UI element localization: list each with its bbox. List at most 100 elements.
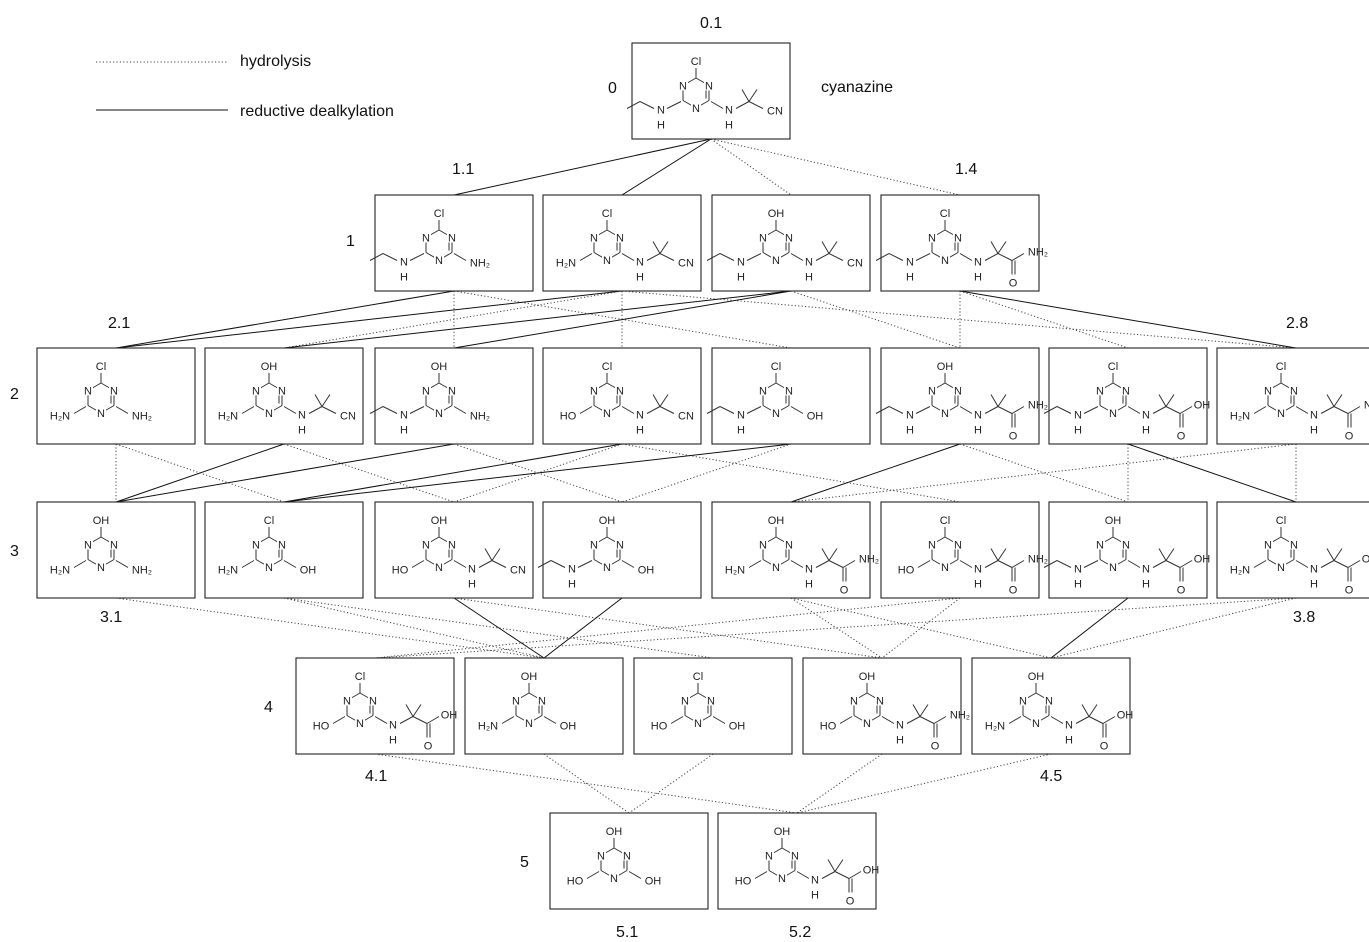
compound-node: NNNClH₂NNHOOH — [1216, 501, 1369, 599]
atom-mask — [849, 694, 860, 706]
hydroxyl-group: OH — [1117, 710, 1134, 722]
atom-mask — [96, 407, 106, 418]
row-label: 5 — [520, 854, 529, 871]
ring-nitrogen-atom: N — [759, 233, 767, 245]
hydrogen-atom: H — [1065, 735, 1073, 747]
bond-line — [917, 560, 931, 568]
bond-line — [1295, 406, 1309, 414]
bond-line — [1333, 560, 1349, 568]
hydroxyl-group: OH — [521, 671, 538, 683]
amino-group: NH₂ — [859, 554, 879, 566]
hydroxyl-group: HO — [820, 721, 837, 733]
bond-line — [409, 406, 425, 414]
hydroxyl-group: HO — [313, 721, 330, 733]
ring-nitrogen-atom: N — [1290, 386, 1298, 398]
bond-line — [848, 871, 862, 879]
bond-line — [719, 253, 735, 261]
hydrolysis-edge — [959, 290, 1129, 349]
nitrogen-atom: N — [974, 410, 982, 422]
bond-line — [621, 253, 635, 261]
bond-line — [1083, 560, 1099, 568]
bond-line — [959, 560, 973, 568]
bond-line — [659, 241, 669, 254]
bond-line — [919, 716, 935, 724]
bond-line — [412, 716, 428, 724]
ring-nitrogen-atom: N — [772, 562, 780, 574]
bond-line — [73, 406, 87, 414]
hydroxyl-group: OH — [441, 710, 458, 722]
atom-mask — [1120, 384, 1131, 396]
ring-nitrogen-atom: N — [1109, 408, 1117, 420]
ring-nitrogen-atom: N — [694, 718, 702, 730]
amino-group: H₂N — [218, 411, 238, 423]
ring-nitrogen-atom: N — [616, 233, 624, 245]
nitrogen-atom: N — [974, 257, 982, 269]
ring-nitrogen-atom: N — [110, 386, 118, 398]
bond-line — [748, 89, 758, 102]
reductive-dealkylation-edge — [283, 443, 623, 503]
amino-group: NH₂ — [132, 565, 152, 577]
bond-line — [646, 253, 661, 261]
bond-line — [321, 394, 331, 407]
oxygen-atom: O — [1100, 741, 1109, 753]
oxygen-atom: O — [1009, 278, 1018, 290]
bond-line — [821, 241, 830, 254]
oxygen-atom: O — [846, 896, 855, 908]
bond-line — [1008, 716, 1022, 724]
ring-nitrogen-atom: N — [1109, 562, 1117, 574]
ring-nitrogen-atom: N — [616, 386, 624, 398]
atom-mask — [536, 694, 547, 706]
amino-group: H₂N — [1230, 411, 1250, 423]
ring-nitrogen-atom: N — [850, 696, 858, 708]
bond-line — [453, 560, 467, 568]
ring-nitrogen-atom: N — [941, 408, 949, 420]
ring-nitrogen-atom: N — [356, 718, 364, 730]
bond-line — [478, 560, 493, 568]
reductive-dealkylation-edge — [790, 443, 961, 503]
hydrolysis-edge — [959, 443, 1129, 503]
ring-nitrogen-atom: N — [590, 540, 598, 552]
bond-line — [1102, 716, 1116, 724]
legend: hydrolysis reductive dealkylation — [96, 53, 394, 120]
hydrogen-atom: H — [636, 272, 644, 284]
atom-mask — [251, 538, 262, 550]
bond-line — [1158, 548, 1167, 561]
compound-box — [374, 347, 534, 445]
bond-line — [1179, 560, 1193, 568]
bond-line — [1165, 560, 1181, 568]
hydrolysis-edge — [283, 597, 714, 659]
hydrolysis-edge — [283, 290, 623, 349]
nitrogen-atom: N — [1310, 410, 1318, 422]
bond-line — [984, 253, 999, 261]
compound-box — [1048, 501, 1208, 599]
hydroxyl-group: HO — [898, 565, 915, 577]
id-label: 2.8 — [1286, 315, 1308, 332]
bond-line — [933, 716, 947, 724]
hydrogen-atom: H — [974, 425, 982, 437]
bond-line — [453, 253, 467, 261]
oxygen-atom: O — [1009, 585, 1018, 597]
ring-nitrogen-atom: N — [435, 408, 443, 420]
bond-line — [537, 560, 552, 568]
hydrolysis-edge — [796, 753, 883, 814]
ring-nitrogen-atom: N — [772, 255, 780, 267]
ring-nitrogen-atom: N — [597, 851, 605, 863]
ring-nitrogen-atom: N — [610, 873, 618, 885]
legend-reductive-dealkylation-label: reductive dealkylation — [240, 103, 394, 120]
atom-mask — [693, 717, 703, 728]
bond-line — [115, 406, 129, 414]
amino-group: NH₂ — [132, 411, 152, 423]
compound-box — [1048, 347, 1208, 445]
hydrogen-atom: H — [468, 579, 476, 591]
bond-line — [1088, 704, 1098, 717]
atom-mask — [952, 384, 963, 396]
bond-line — [652, 394, 661, 407]
hydroxyl-group: OH — [606, 826, 623, 838]
hydroxyl-group: HO — [567, 876, 584, 888]
